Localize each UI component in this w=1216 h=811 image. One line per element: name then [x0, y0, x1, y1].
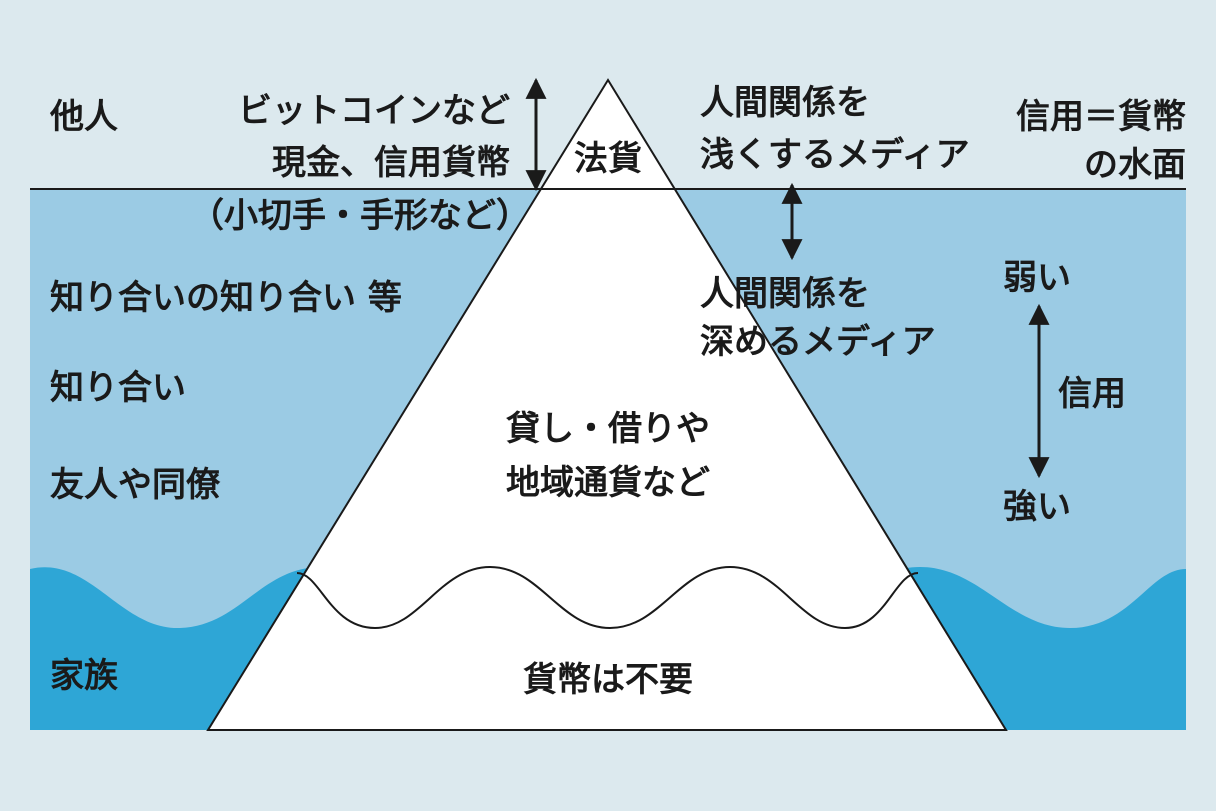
iceberg: [206, 78, 1008, 731]
water-surface-line2: の水面: [1084, 145, 1186, 185]
local-currency-label: 地域通貨など: [506, 463, 710, 503]
acquaintance-of-acquaintance-label: 知り合いの知り合い 等: [50, 278, 402, 318]
legal-tender-label: 法貨: [574, 139, 642, 179]
lending-borrowing-label: 貸し・借りや: [506, 409, 710, 449]
family-label: 家族: [50, 656, 118, 696]
deep-media-line1: 人間関係を: [700, 274, 870, 314]
iceberg-wave-line: [296, 565, 919, 630]
water-surface-line1: 信用＝貨幣: [1016, 97, 1186, 137]
weak-label: 弱い: [1003, 258, 1071, 298]
no-money-needed-label: 貨幣は不要: [523, 660, 693, 700]
friends-colleagues-label: 友人や同僚: [50, 465, 220, 505]
cheques-bills-label: （小切手・手形など）: [190, 196, 530, 236]
acquaintance-label: 知り合い: [50, 368, 186, 408]
bitcoin-label: ビットコインなど: [238, 91, 510, 131]
trust-label: 信用: [1058, 374, 1126, 414]
shallow-media-line2: 浅くするメディア: [700, 135, 970, 175]
others-label: 他人: [50, 97, 118, 137]
strong-label: 強い: [1003, 487, 1071, 527]
cash-credit-money-label: 現金、信用貨幣: [272, 143, 510, 183]
shallow-media-line1: 人間関係を: [700, 83, 870, 123]
deep-media-line2: 深めるメディア: [700, 322, 936, 362]
